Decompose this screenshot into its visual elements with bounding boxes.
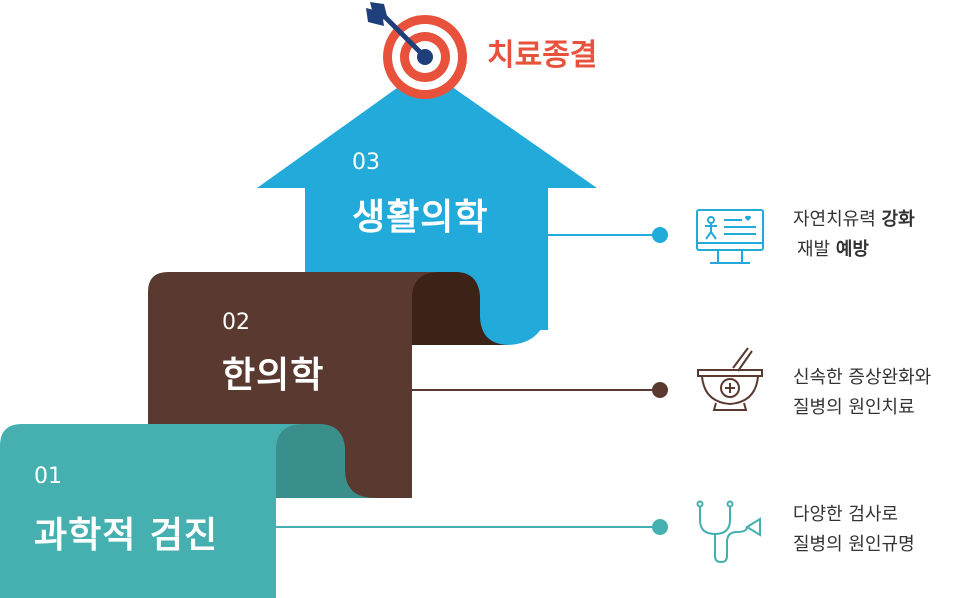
step-02-title: 한의학	[222, 355, 325, 396]
step-01-banner	[0, 424, 375, 598]
connector-02	[412, 382, 668, 398]
mortar-pestle-icon	[697, 347, 763, 411]
connector-03	[548, 227, 668, 243]
step-01-description: 다양한 검사로 질병의 원인규명	[793, 500, 915, 560]
step-03-desc-line2: 재발 예방	[797, 239, 869, 260]
step-02-description: 신속한 증상완화와 질병의 원인치료	[793, 363, 931, 423]
step-03-description: 자연치유력 강화 재발 예방	[793, 205, 915, 265]
step-03-desc-line1: 자연치유력 강화	[793, 209, 915, 230]
step-02-number: 02	[222, 310, 250, 335]
step-02-desc-line1: 신속한 증상완화와	[793, 367, 932, 388]
goal-label: 치료종결	[487, 38, 598, 73]
step-03-number: 03	[352, 150, 380, 175]
step-01-desc-line1: 다양한 검사로	[793, 504, 899, 525]
step-01-desc-line2: 질병의 원인규명	[793, 534, 915, 555]
health-monitor-icon	[696, 209, 764, 264]
step-03-title: 생활의학	[352, 197, 489, 238]
step-01-title: 과학적 검진	[34, 515, 219, 556]
step-01-number: 01	[34, 464, 62, 489]
connector-01	[276, 519, 668, 535]
stethoscope-icon	[696, 500, 761, 564]
step-02-desc-line2: 질병의 원인치료	[793, 397, 915, 418]
target-icon	[366, 2, 467, 99]
